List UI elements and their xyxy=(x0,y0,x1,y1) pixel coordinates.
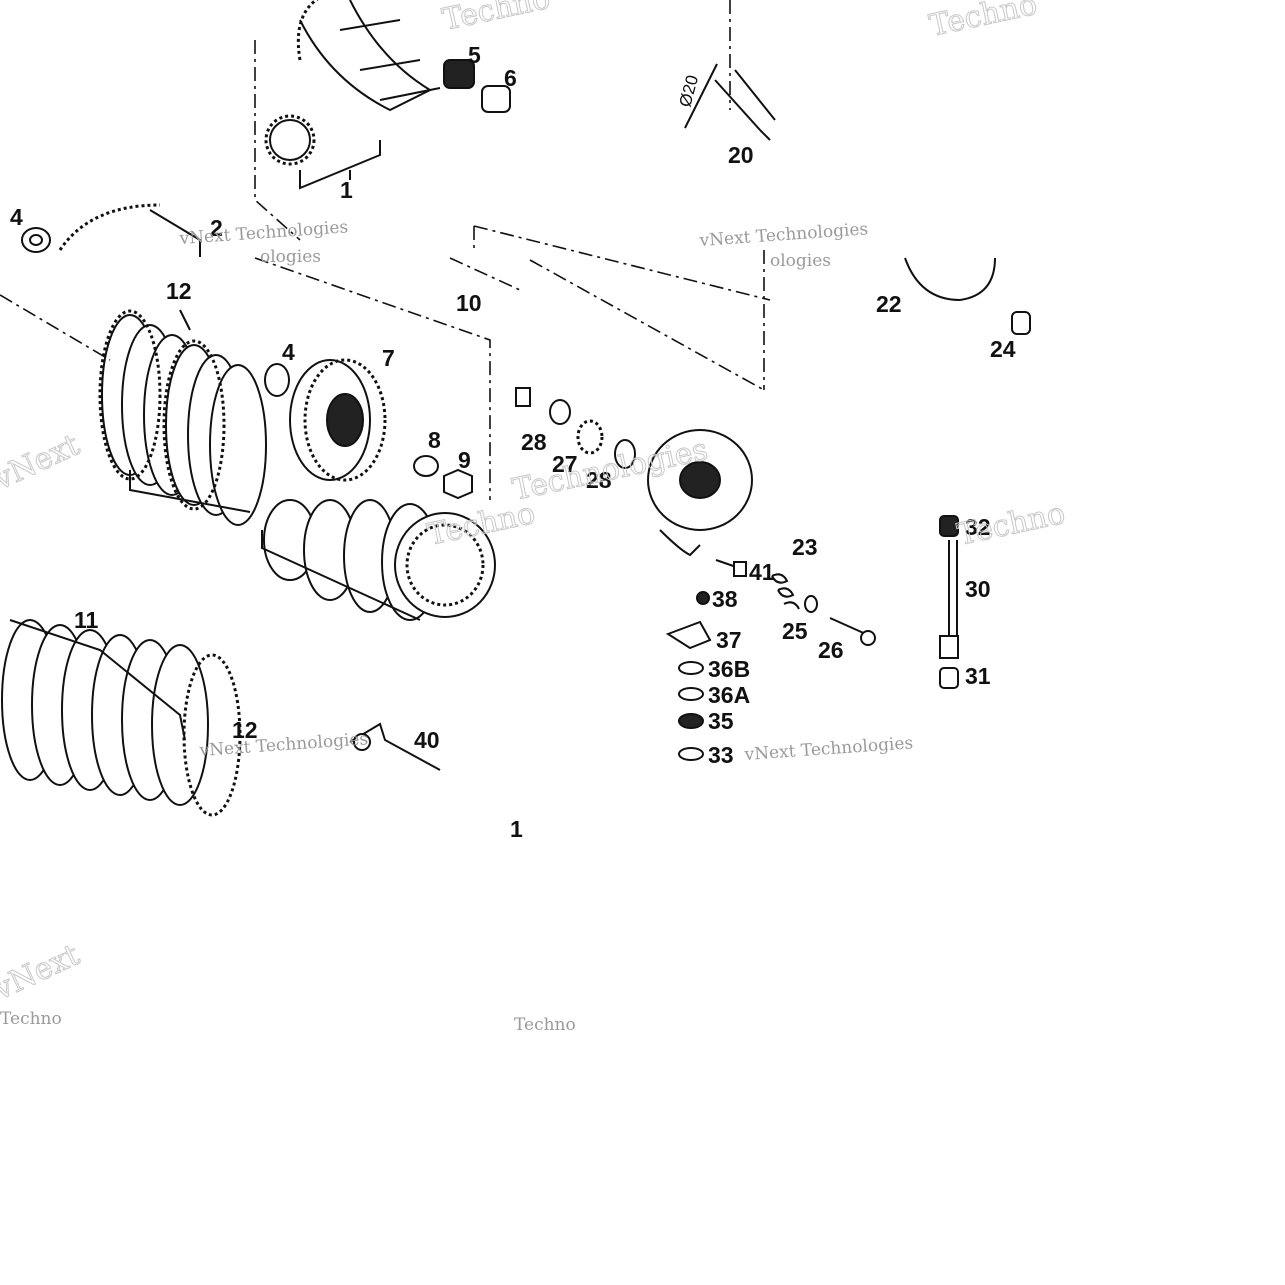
plate-37 xyxy=(665,620,712,650)
clutch-plates-pack-3 xyxy=(263,499,496,621)
label-part-37: 37 xyxy=(716,627,742,653)
washer-28 xyxy=(549,399,571,425)
tile-top-left xyxy=(21,0,511,257)
watermark-brand-3: vNext Technologies xyxy=(743,733,914,765)
watermark-word-c-2: vNext xyxy=(0,938,85,1008)
label-part-23: 23 xyxy=(792,534,818,560)
watermark-word-a-3: Techno xyxy=(954,496,1068,553)
watermark-word-a: Techno xyxy=(926,0,1040,44)
label-part-6: 6 xyxy=(504,65,517,91)
label-part-36a: 36A xyxy=(708,682,750,708)
washer-33 xyxy=(678,747,704,761)
label-part-4a: 4 xyxy=(10,204,23,230)
label-part-30: 30 xyxy=(965,576,991,602)
watermark-word-b: ologies xyxy=(770,251,831,271)
primary-gear xyxy=(269,119,311,161)
clutch-basket xyxy=(299,0,433,112)
label-part-1: 1 xyxy=(340,177,353,203)
label-part-27: 27 xyxy=(552,451,578,477)
label-part-2: 2 xyxy=(210,215,223,241)
label-part-4b: 4 xyxy=(282,339,295,365)
watermark-word-b-2: ologies xyxy=(260,247,321,267)
label-part-32: 32 xyxy=(965,514,991,540)
shaft-20 xyxy=(714,69,776,131)
label-part-25: 25 xyxy=(782,618,808,644)
watermark-brand: vNext Technologies xyxy=(698,219,869,251)
lock-washer xyxy=(413,455,439,477)
screw-38 xyxy=(696,591,710,605)
label-part-40: 40 xyxy=(414,727,440,753)
page-marker: 1 xyxy=(510,816,523,842)
label-part-22: 22 xyxy=(876,291,902,317)
tile-lower-left xyxy=(1,619,242,817)
tile-lower-right xyxy=(659,515,959,761)
label-part-8: 8 xyxy=(428,427,441,453)
plug xyxy=(1011,311,1031,335)
label-part-10: 10 xyxy=(456,290,482,316)
label-part-41: 41 xyxy=(749,559,775,585)
label-part-9: 9 xyxy=(458,447,471,473)
label-part-7: 7 xyxy=(382,345,395,371)
label-part-20: 20 xyxy=(728,142,754,168)
part-labels: 1 2 4 4 5 6 7 8 9 10 11 12 12 20 22 23 2… xyxy=(10,42,1016,842)
watermark-word-d: Techno xyxy=(439,0,553,38)
label-part-33: 33 xyxy=(708,742,734,768)
release-lever xyxy=(349,722,441,771)
watermark-brand-2: vNext Technologies xyxy=(178,217,349,249)
tile-mid-left xyxy=(0,294,267,526)
label-part-5: 5 xyxy=(468,42,481,68)
spring xyxy=(771,573,800,610)
label-part-12b: 12 xyxy=(232,717,258,743)
label-part-11: 11 xyxy=(74,607,99,633)
clutch-plates-pack xyxy=(98,309,267,526)
label-part-38: 38 xyxy=(712,586,738,612)
watermark-word-d-2: Techno xyxy=(0,1009,62,1029)
pushrod xyxy=(515,387,531,407)
watermark-word-d-3: Techno xyxy=(514,1015,576,1035)
tile-lower-center xyxy=(261,499,496,771)
tile-top-right xyxy=(473,0,776,390)
label-part-35: 35 xyxy=(708,708,734,734)
label-part-26: 26 xyxy=(818,637,844,663)
washer-36a xyxy=(678,687,704,701)
label-part-24: 24 xyxy=(990,336,1016,362)
watermark-word-c: vNext xyxy=(0,428,85,498)
bolt-26 xyxy=(829,617,869,636)
label-part-31: 31 xyxy=(965,663,991,689)
label-part-36b: 36B xyxy=(708,656,750,682)
bracket-part-1 xyxy=(299,140,381,190)
tile-mid-center xyxy=(254,257,521,500)
watermark-brand-4: vNext Technologies xyxy=(198,729,369,761)
thrust-bearing xyxy=(576,419,604,455)
seal-35 xyxy=(678,713,704,729)
bushing xyxy=(481,85,511,113)
label-part-12a: 12 xyxy=(166,278,192,304)
hub-nut xyxy=(443,468,473,500)
clutch-cover-part xyxy=(904,257,996,302)
bushing-31 xyxy=(939,667,959,689)
clutch-plates-pack-2 xyxy=(1,619,242,817)
tile-mid-right xyxy=(515,257,1031,531)
watermarks: vNext Technologies vNext Technologies Te… xyxy=(0,0,1069,1035)
label-part-28a: 28 xyxy=(521,429,547,455)
washer-36b xyxy=(678,661,704,675)
bushing-32 xyxy=(939,515,959,537)
label-part-28b: 28 xyxy=(586,467,612,493)
needle-bearing xyxy=(443,59,475,89)
pressure-lever xyxy=(659,529,701,557)
basket-gear-teeth xyxy=(296,0,319,61)
